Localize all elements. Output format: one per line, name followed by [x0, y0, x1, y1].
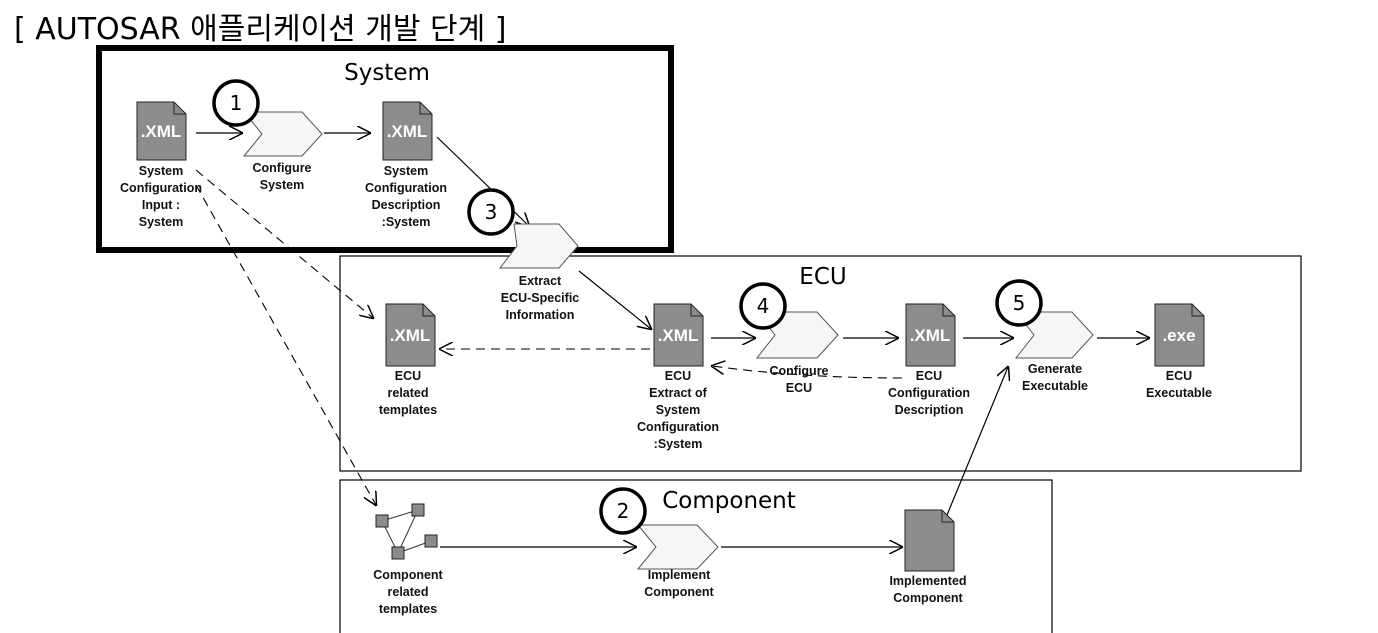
dashed-config-desc-to-ecu-extract: [712, 366, 903, 379]
arrow-implemented-to-generate: [946, 367, 1008, 516]
label-ecu-extract-line: :System: [654, 437, 703, 451]
activity-configure-system: [242, 111, 323, 157]
flow-arrows: [196, 133, 1149, 547]
label-implement-component-line: Implement: [648, 568, 711, 582]
label-ecu-related-templates-line: ECU: [395, 369, 421, 383]
label-extract-ecu-specific-line: Information: [506, 308, 575, 322]
ecu-section-frame: [339, 255, 1302, 472]
svg-text:2: 2: [617, 499, 630, 523]
file-system-config-input: .XML: [136, 101, 187, 161]
step-4-marker: 4: [739, 282, 787, 330]
label-system-config-description-line: Description: [372, 198, 441, 212]
label-component-related-templates: Component related templates: [373, 568, 443, 616]
label-system-config-description-line: Configuration: [365, 181, 447, 195]
activity-implement-component: [636, 524, 719, 570]
label-system-config-input-line: Configuration: [120, 181, 202, 195]
label-configure-ecu-line: ECU: [786, 381, 812, 395]
svg-text:4: 4: [757, 294, 770, 318]
dependency-arrows: [195, 169, 903, 505]
file-implemented-component: [904, 509, 955, 572]
label-ecu-executable: ECU Executable: [1146, 369, 1212, 400]
label-component-related-templates-line: Component: [373, 568, 443, 582]
label-ecu-extract-line: ECU: [665, 369, 691, 383]
activity-generate-executable: [1014, 311, 1094, 359]
label-extract-ecu-specific-line: Extract: [519, 274, 562, 288]
label-system-config-input-line: System: [139, 215, 183, 229]
label-system-config-input-line: System: [139, 164, 183, 178]
label-system-config-input-line: Input :: [142, 198, 180, 212]
svg-text:.exe: .exe: [1162, 326, 1195, 345]
label-ecu-extract-line: Extract of: [649, 386, 707, 400]
label-ecu-config-description-line: Configuration: [888, 386, 970, 400]
step-3-marker: 3: [467, 188, 515, 236]
file-ecu-config-description: .XML: [905, 303, 956, 367]
label-component-related-templates-line: templates: [379, 602, 437, 616]
label-ecu-executable-line: ECU: [1166, 369, 1192, 383]
svg-text:.XML: .XML: [910, 326, 951, 345]
label-ecu-related-templates-line: related: [388, 386, 429, 400]
file-ecu-executable: .exe: [1154, 303, 1205, 367]
label-configure-system-line: System: [260, 178, 304, 192]
label-implemented-component-line: Component: [893, 591, 963, 605]
component-section-frame: [339, 479, 1053, 633]
label-ecu-extract-line: System: [656, 403, 700, 417]
svg-text:.XML: .XML: [141, 122, 182, 141]
label-system-config-description-line: System: [384, 164, 428, 178]
page-heading: [ AUTOSAR 애플리케이션 개발 단계 ]: [14, 12, 507, 47]
label-ecu-related-templates: ECU related templates: [379, 369, 437, 417]
dashed-input-to-component-templates: [195, 184, 376, 505]
label-implement-component-line: Component: [644, 585, 714, 599]
file-ecu-extract: .XML: [653, 303, 704, 367]
label-configure-ecu-line: Configure: [769, 364, 828, 378]
svg-text:1: 1: [230, 91, 243, 115]
step-1-marker: 1: [212, 79, 260, 127]
label-system-config-description-line: :System: [382, 215, 431, 229]
label-ecu-executable-line: Executable: [1146, 386, 1212, 400]
file-ecu-related-templates: .XML: [385, 303, 436, 367]
svg-text:3: 3: [485, 200, 498, 224]
label-ecu-config-description-line: Description: [895, 403, 964, 417]
dashed-input-to-ecu-templates: [195, 169, 373, 318]
label-generate-executable-line: Executable: [1022, 379, 1088, 393]
svg-text:5: 5: [1013, 291, 1026, 315]
label-component-related-templates-line: related: [388, 585, 429, 599]
label-extract-ecu-specific-line: ECU-Specific: [501, 291, 580, 305]
component-templates-icon: [375, 503, 438, 560]
svg-text:.XML: .XML: [387, 122, 428, 141]
svg-text:.XML: .XML: [658, 326, 699, 345]
label-ecu-config-description-line: ECU: [916, 369, 942, 383]
label-configure-system-line: Configure: [252, 161, 311, 175]
label-generate-executable-line: Generate: [1028, 362, 1082, 376]
step-2-marker: 2: [599, 487, 647, 535]
svg-text:.XML: .XML: [390, 326, 431, 345]
step-5-marker: 5: [995, 279, 1043, 327]
label-ecu-related-templates-line: templates: [379, 403, 437, 417]
label-implemented-component-line: Implemented: [889, 574, 966, 588]
system-section-frame: [96, 45, 674, 253]
component-section-title: Component: [662, 488, 796, 514]
arrow-extract-to-ecu-extract: [578, 270, 651, 329]
file-system-config-description: .XML: [382, 101, 433, 161]
ecu-section-title: ECU: [799, 264, 846, 290]
label-ecu-extract-line: Configuration: [637, 420, 719, 434]
system-section-title: System: [344, 60, 430, 86]
activity-extract-ecu-specific: [498, 223, 579, 269]
